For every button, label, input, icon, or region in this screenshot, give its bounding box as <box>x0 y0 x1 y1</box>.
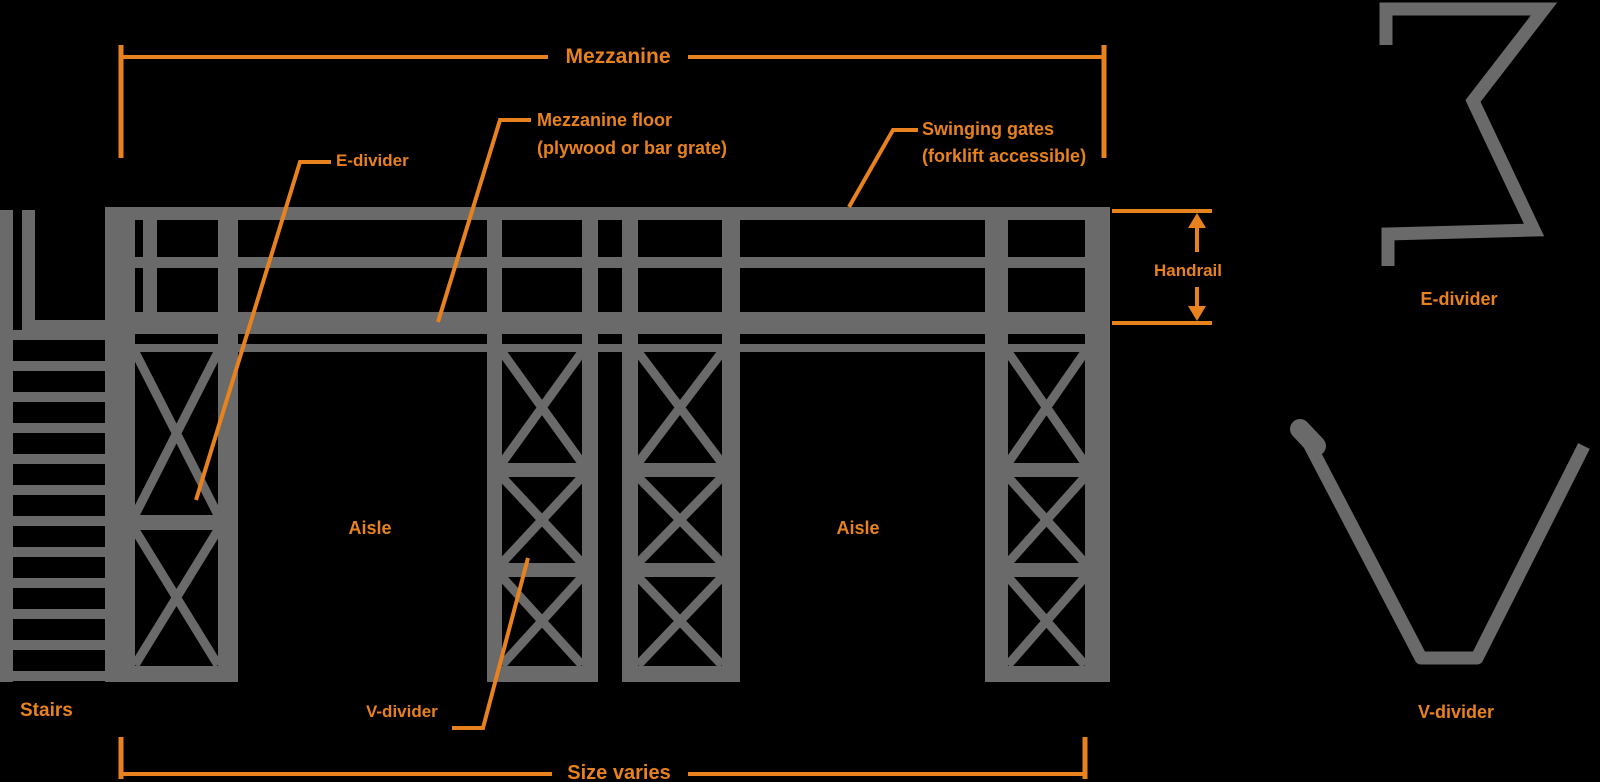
stairs-label: Stairs <box>20 700 73 721</box>
v-divider-callout: V-divider <box>366 702 438 721</box>
swinging-gates-callout-line2: (forklift accessible) <box>922 146 1087 166</box>
aisle-right-label: Aisle <box>836 518 880 538</box>
handrail-dimension <box>1112 209 1212 325</box>
x-brace-tower-2 <box>487 349 598 682</box>
top-dimension <box>118 45 1107 158</box>
x-brace-tower-3 <box>622 349 740 682</box>
e-divider-legend-caption: E-divider <box>1420 289 1498 309</box>
swinging-gates-callout: Swinging gates (forklift accessible) <box>922 116 1086 170</box>
top-dimension-label: Mezzanine <box>565 45 671 68</box>
e-divider-profile <box>1379 2 1558 266</box>
x-brace-tower-1 <box>105 349 238 682</box>
bottom-dimension <box>118 737 1088 779</box>
aisle-left-label: Aisle <box>348 518 392 538</box>
x-brace-tower-4 <box>985 349 1110 682</box>
handrail-label: Handrail <box>1153 261 1223 280</box>
mezzanine-floor-callout: Mezzanine floor (plywood or bar grate) <box>537 106 727 162</box>
swinging-gates-callout-line1: Swinging gates <box>922 119 1055 139</box>
v-divider-legend-caption: V-divider <box>1417 702 1495 722</box>
v-divider-profile <box>1290 419 1590 665</box>
mezzanine-floor-callout-line2: (plywood or bar grate) <box>537 138 728 158</box>
stairs-ladder <box>0 210 105 682</box>
bottom-dimension-label: Size varies <box>567 762 671 782</box>
platform-rails-and-floor <box>105 207 1110 352</box>
mezzanine-floor-callout-line1: Mezzanine floor <box>537 110 673 130</box>
e-divider-callout: E-divider <box>336 151 409 170</box>
tower-posts <box>105 207 1110 682</box>
callout-leader-lines <box>194 118 918 730</box>
